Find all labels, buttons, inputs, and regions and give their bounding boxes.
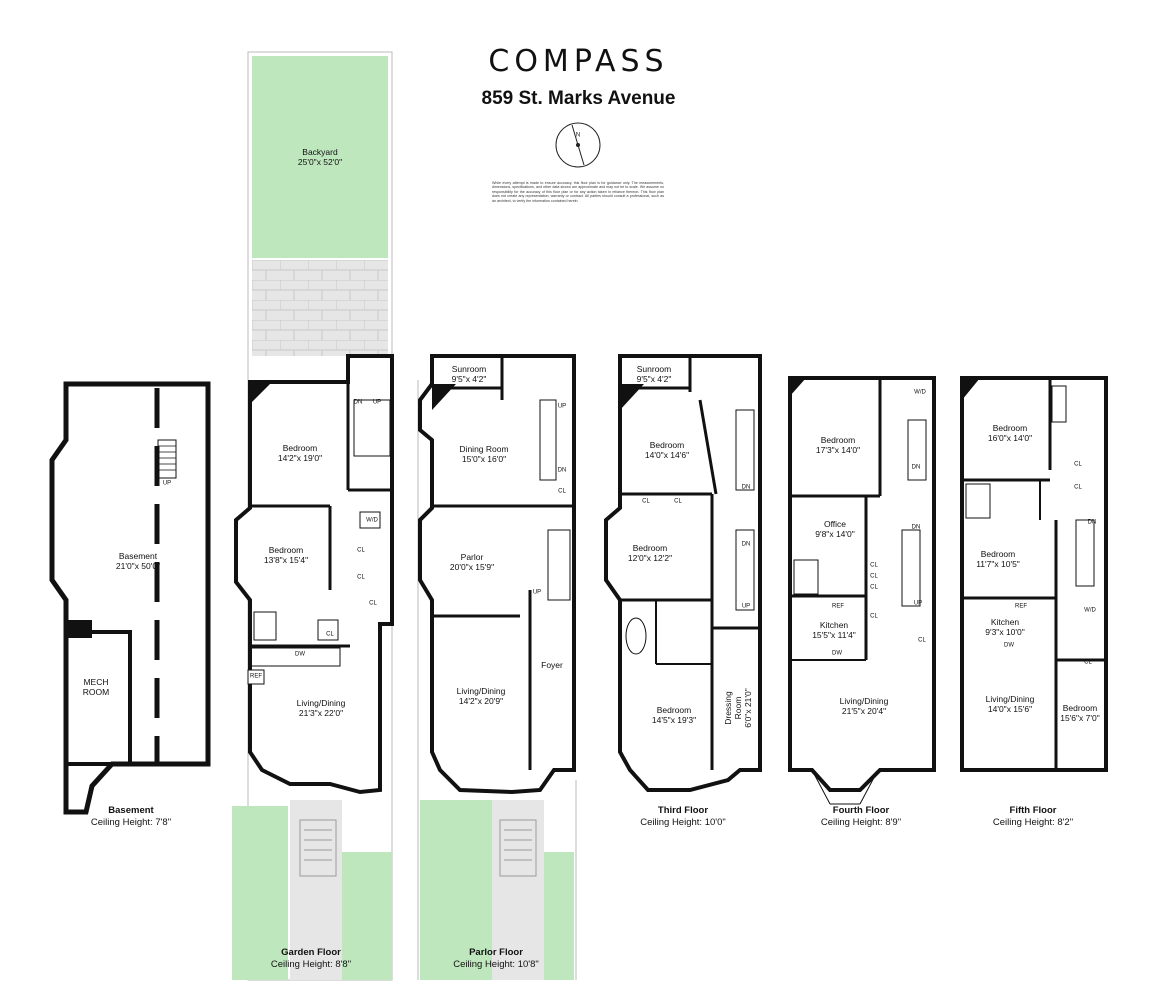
compass-rose-icon [555, 122, 601, 168]
label-ref: REF [1015, 603, 1027, 610]
label-cl: CL [918, 637, 926, 644]
compass-logo: COMPASS [488, 44, 669, 79]
label-dn: DN [911, 524, 921, 531]
parlor-floor-plan [417, 354, 577, 980]
label-ref: REF [832, 603, 844, 610]
label-up: UP [741, 603, 751, 610]
basement-plan [49, 381, 211, 815]
label-cl: CL [870, 584, 878, 591]
label-cl: CL [642, 498, 650, 505]
label-up: UP [913, 600, 923, 607]
room-parlor-foyer: Foyer [541, 660, 563, 670]
label-dn: DN [911, 464, 921, 471]
third-floor-plan [604, 354, 762, 792]
label-cl: CL [1084, 659, 1092, 666]
label-cl: CL [326, 631, 334, 638]
label-up: UP [532, 589, 542, 596]
label-cl: CL [870, 562, 878, 569]
label-cl: CL [870, 573, 878, 580]
label-up: UP [557, 403, 567, 410]
label-dn: DN [353, 399, 363, 406]
label-dw: DW [1004, 642, 1014, 649]
label-cl: CL [1074, 461, 1082, 468]
label-dn: DN [741, 541, 751, 548]
label-wd: W/D [1084, 607, 1096, 614]
label-cl: CL [369, 600, 377, 607]
fifth-floor-plan [960, 376, 1108, 772]
label-cl: CL [674, 498, 682, 505]
compass-north-label: N [575, 132, 581, 139]
label-cl: CL [1074, 484, 1082, 491]
label-dw: DW [295, 651, 305, 658]
label-dn: DN [1087, 519, 1097, 526]
label-wd: W/D [366, 517, 378, 524]
label-ref: REF [250, 673, 262, 680]
garden-floor-plan [232, 51, 394, 981]
property-address: 859 St. Marks Avenue [481, 88, 676, 109]
label-up: UP [162, 480, 172, 487]
label-dn: DN [557, 467, 567, 474]
label-cl: CL [870, 613, 878, 620]
fourth-floor-plan [788, 376, 936, 805]
label-dn: DN [741, 484, 751, 491]
disclaimer-text: While every attempt is made to ensure ac… [492, 181, 664, 203]
label-up: UP [372, 399, 382, 406]
label-cl: CL [558, 488, 566, 495]
label-dw: DW [832, 650, 842, 657]
label-wd: W/D [914, 389, 926, 396]
label-cl: CL [357, 574, 365, 581]
label-cl: CL [357, 547, 365, 554]
